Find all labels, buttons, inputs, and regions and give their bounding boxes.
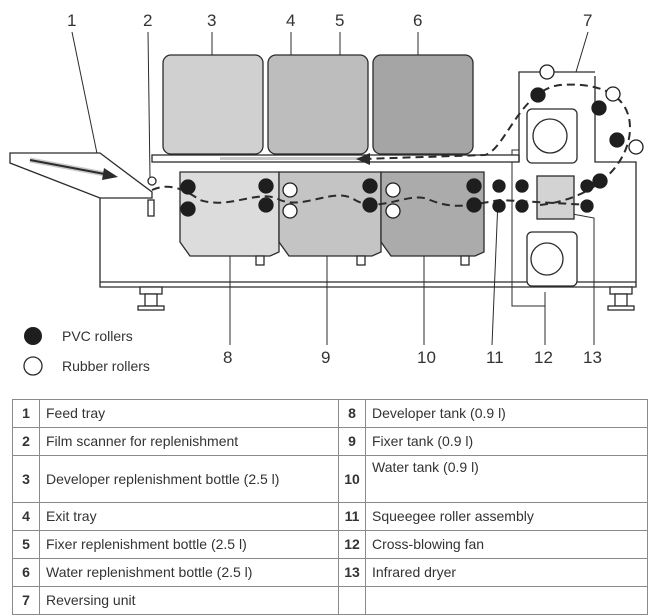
part-number: 12 xyxy=(338,530,366,559)
rubber-roller-swatch xyxy=(23,356,43,376)
pvc-roller xyxy=(609,132,625,148)
table-row: 5 Fixer replenishment bottle (2.5 l) 12 … xyxy=(12,530,648,559)
parts-table: 1 Feed tray 8 Developer tank (0.9 l) 2 F… xyxy=(12,399,648,615)
rubber-roller xyxy=(385,203,401,219)
callout-13: 13 xyxy=(583,348,602,367)
part-number: 5 xyxy=(12,530,40,559)
rubber-roller xyxy=(605,86,621,102)
pvc-roller xyxy=(180,201,196,217)
part-number: 8 xyxy=(338,399,366,428)
legend-pvc-label: PVC rollers xyxy=(62,328,133,344)
water-bottle xyxy=(372,54,474,155)
part-label: Squeegee roller assembly xyxy=(365,502,648,531)
part-label: Developer tank (0.9 l) xyxy=(365,399,648,428)
pvc-roller xyxy=(592,173,608,189)
table-row: 3 Developer replenishment bottle (2.5 l)… xyxy=(12,455,648,503)
processing-tanks xyxy=(179,171,485,266)
table-row: 4 Exit tray 11 Squeegee roller assembly xyxy=(12,502,648,531)
rollers xyxy=(180,64,644,219)
part-label: Developer replenishment bottle (2.5 l) xyxy=(39,455,339,503)
callout-4: 4 xyxy=(286,11,295,30)
legend: PVC rollers Rubber rollers xyxy=(23,327,150,376)
rubber-roller xyxy=(282,182,298,198)
part-label: Exit tray xyxy=(39,502,339,531)
fixer-bottle xyxy=(267,54,369,155)
rubber-roller xyxy=(282,203,298,219)
pvc-roller-swatch xyxy=(24,327,42,345)
pvc-roller xyxy=(580,199,594,213)
part-label: Fixer replenishment bottle (2.5 l) xyxy=(39,530,339,559)
pvc-roller xyxy=(580,179,594,193)
callout-2: 2 xyxy=(143,11,152,30)
callout-numbers: 1 2 3 4 5 6 7 8 9 10 11 12 13 xyxy=(67,11,602,367)
callout-10: 10 xyxy=(417,348,436,367)
table-row: 6 Water replenishment bottle (2.5 l) 13 … xyxy=(12,558,648,587)
callout-6: 6 xyxy=(413,11,422,30)
part-number: 13 xyxy=(338,558,366,587)
pvc-roller xyxy=(258,197,274,213)
part-number: 1 xyxy=(12,399,40,428)
part-number: 4 xyxy=(12,502,40,531)
part-number: 7 xyxy=(12,586,40,615)
table-row: 1 Feed tray 8 Developer tank (0.9 l) xyxy=(12,399,648,428)
callout-3: 3 xyxy=(207,11,216,30)
callout-11: 11 xyxy=(486,348,504,367)
table-row: 7 Reversing unit xyxy=(12,586,648,615)
part-number: 6 xyxy=(12,558,40,587)
part-number: 9 xyxy=(338,427,366,456)
pvc-roller xyxy=(466,178,482,194)
callout-5: 5 xyxy=(335,11,344,30)
developer-bottle xyxy=(162,54,264,155)
part-label: Water tank (0.9 l) xyxy=(365,455,648,503)
rubber-roller xyxy=(628,139,644,155)
part-number: 11 xyxy=(338,502,366,531)
pvc-roller xyxy=(180,179,196,195)
pvc-roller xyxy=(362,197,378,213)
part-number: 10 xyxy=(338,455,366,503)
part-label: Feed tray xyxy=(39,399,339,428)
part-number: 2 xyxy=(12,427,40,456)
rubber-roller xyxy=(539,64,555,80)
callout-8: 8 xyxy=(223,348,232,367)
squeegee-housing xyxy=(536,175,575,220)
callout-1: 1 xyxy=(67,11,76,30)
pvc-roller xyxy=(591,100,607,116)
pvc-roller xyxy=(466,197,482,213)
part-label: Infrared dryer xyxy=(365,558,648,587)
rubber-roller xyxy=(385,182,401,198)
callout-9: 9 xyxy=(321,348,330,367)
part-number: 3 xyxy=(12,455,40,503)
pvc-roller xyxy=(492,179,506,193)
part-label: Cross-blowing fan xyxy=(365,530,648,559)
dryer-section xyxy=(526,108,578,287)
callout-12: 12 xyxy=(534,348,553,367)
legend-rubber-label: Rubber rollers xyxy=(62,358,150,374)
pvc-roller xyxy=(515,179,529,193)
pvc-roller xyxy=(492,199,506,213)
part-label: Reversing unit xyxy=(39,586,339,615)
replenishment-bottles xyxy=(162,54,474,155)
pvc-roller xyxy=(515,199,529,213)
film-scanner xyxy=(147,199,155,217)
pvc-roller xyxy=(362,178,378,194)
part-number xyxy=(338,586,366,615)
processor-diagram: 1 2 3 4 5 6 7 8 9 10 11 12 13 xyxy=(9,11,644,376)
pvc-roller xyxy=(258,178,274,194)
pvc-roller xyxy=(530,87,546,103)
water-tank xyxy=(380,171,485,257)
part-label: Water replenishment bottle (2.5 l) xyxy=(39,558,339,587)
part-label: Fixer tank (0.9 l) xyxy=(365,427,648,456)
table-row: 2 Film scanner for replenishment 9 Fixer… xyxy=(12,427,648,456)
callout-7: 7 xyxy=(583,11,592,30)
part-label xyxy=(365,586,648,615)
part-label: Film scanner for replenishment xyxy=(39,427,339,456)
